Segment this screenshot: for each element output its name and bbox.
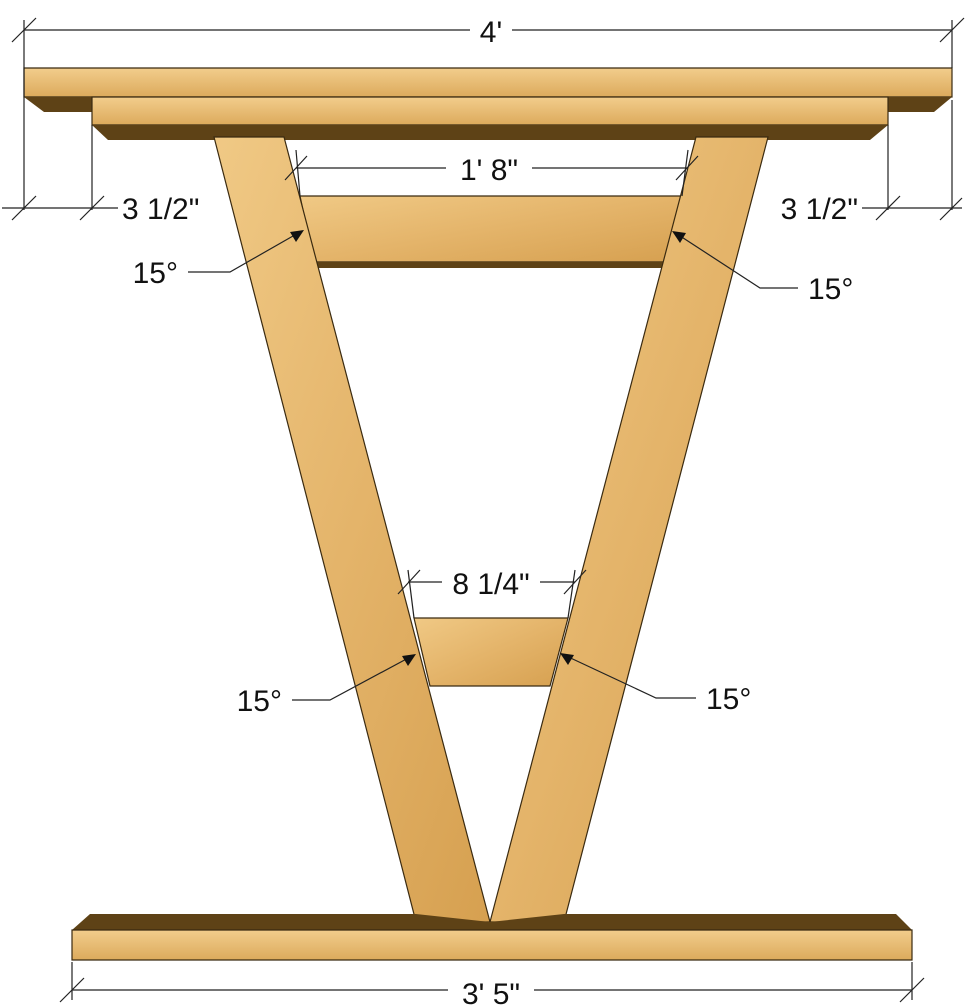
dim-overhang-left-label: 3 1/2" bbox=[122, 193, 199, 226]
lower-stretcher bbox=[413, 617, 569, 687]
dim-lower-stretcher-label: 8 1/4" bbox=[452, 568, 529, 601]
angle-lower-left-label: 15° bbox=[237, 685, 282, 718]
dim-lower-stretcher: 8 1/4" bbox=[397, 568, 587, 619]
angle-upper-right: 15° bbox=[672, 231, 853, 306]
angle-upper-left-label: 15° bbox=[133, 257, 178, 290]
dim-top-width-label: 4' bbox=[480, 16, 502, 49]
angle-lower-left: 15° bbox=[237, 654, 416, 718]
arrowhead-icon bbox=[560, 653, 574, 665]
dim-foot-length-label: 3' 5" bbox=[462, 978, 520, 1006]
angle-lower-right: 15° bbox=[560, 653, 751, 716]
angle-upper-right-label: 15° bbox=[808, 273, 853, 306]
angle-lower-right-label: 15° bbox=[706, 683, 751, 716]
upper-stretcher bbox=[299, 195, 683, 268]
arrowhead-icon bbox=[672, 231, 686, 243]
dim-overhang-left: 3 1/2" bbox=[2, 100, 199, 226]
dim-upper-stretcher: 1' 8" bbox=[284, 149, 699, 197]
angle-upper-left: 15° bbox=[133, 230, 304, 290]
apron-board bbox=[91, 96, 889, 140]
foot-board bbox=[71, 914, 913, 961]
dim-foot-length: 3' 5" bbox=[59, 962, 925, 1006]
dim-top-width: 4' bbox=[11, 16, 965, 100]
dim-overhang-right-label: 3 1/2" bbox=[781, 193, 858, 226]
dim-upper-stretcher-label: 1' 8" bbox=[460, 154, 518, 187]
dim-overhang-right: 3 1/2" bbox=[781, 100, 963, 226]
table-top bbox=[23, 67, 953, 112]
arrowhead-icon bbox=[290, 230, 304, 242]
arrowhead-icon bbox=[402, 654, 416, 666]
